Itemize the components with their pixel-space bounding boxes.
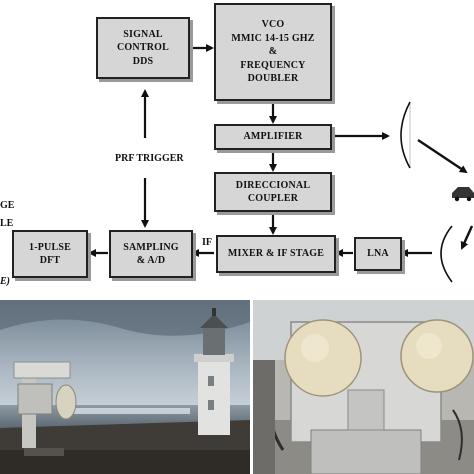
- amplifier-label: AMPLIFIER: [243, 131, 303, 143]
- lna-block: LNA: [354, 237, 402, 271]
- left-cut-label-1: GE: [0, 200, 15, 211]
- amplifier-block: AMPLIFIER: [214, 124, 332, 150]
- arrow-target-to-rx: [460, 225, 474, 250]
- block-diagram: SIGNAL CONTROL DDS VCO MMIC 14-15 GHZ & …: [0, 3, 474, 287]
- sampling-ad-label: SAMPLING & A/D: [123, 241, 179, 267]
- vco-block: VCO MMIC 14-15 GHZ & FREQUENCY DOUBLER: [214, 3, 332, 101]
- diagram-connectors: [88, 44, 474, 283]
- signal-control-dds-label: SIGNAL CONTROL DDS: [117, 28, 169, 67]
- if-label: IF: [202, 237, 212, 248]
- left-cut-label-2: LE: [0, 218, 14, 229]
- mixer-if-stage-block: MIXER & IF STAGE: [216, 235, 336, 273]
- directional-coupler-label: DIRECCIONAL COUPLER: [235, 179, 311, 205]
- sampling-ad-block: SAMPLING & A/D: [109, 230, 193, 278]
- target-vehicle-icon: [452, 187, 474, 202]
- prf-trigger-label: PRF TRIGGER: [115, 153, 184, 164]
- radar-unit-scene: [253, 300, 474, 474]
- tx-antenna-icon: [400, 101, 411, 169]
- vco-label: VCO MMIC 14-15 GHZ & FREQUENCY DOUBLER: [231, 19, 315, 85]
- signal-control-dds-block: SIGNAL CONTROL DDS: [96, 17, 190, 79]
- lna-label: LNA: [367, 248, 389, 260]
- radar-unit-photo: [253, 300, 474, 474]
- one-pulse-dft-block: 1-PULSE DFT: [12, 230, 88, 278]
- mixer-if-stage-label: MIXER & IF STAGE: [227, 248, 325, 260]
- directional-coupler-block: DIRECCIONAL COUPLER: [214, 172, 332, 212]
- rx-antenna-icon: [440, 225, 453, 283]
- lighthouse-scene: [0, 300, 250, 474]
- arrow-tx-to-target: [417, 139, 468, 174]
- lighthouse-photo: [0, 300, 250, 474]
- photo-divider: [250, 300, 253, 474]
- one-pulse-dft-label: 1-PULSE DFT: [29, 241, 71, 267]
- left-cut-label-3: E): [0, 276, 10, 287]
